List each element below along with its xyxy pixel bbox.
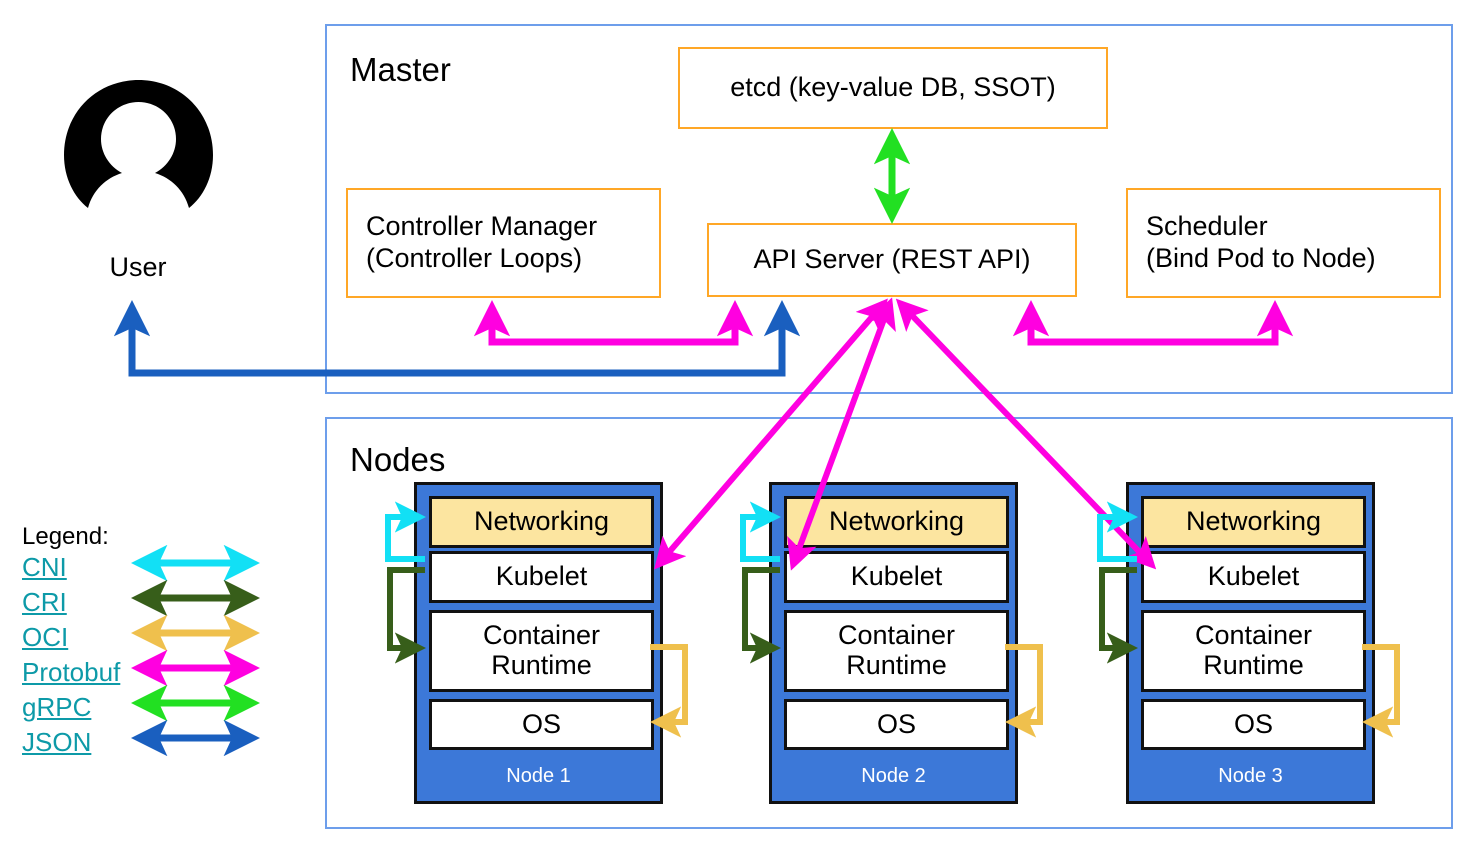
node-2-kubelet-label: Kubelet bbox=[850, 561, 943, 592]
component-etcd-label: etcd (key-value DB, SSOT) bbox=[730, 72, 1056, 103]
legend-item-cri[interactable]: CRI bbox=[22, 587, 67, 617]
user-avatar-svg bbox=[64, 80, 213, 208]
component-etcd[interactable]: etcd (key-value DB, SSOT) bbox=[678, 47, 1108, 129]
node-3-layer-kubelet[interactable]: Kubelet bbox=[1141, 551, 1366, 603]
user-avatar-icon bbox=[62, 78, 215, 223]
node-3-networking-label: Networking bbox=[1185, 506, 1322, 537]
legend-item-protobuf[interactable]: Protobuf bbox=[22, 657, 121, 687]
node-1-layer-networking[interactable]: Networking bbox=[429, 496, 654, 548]
node-2-os-label: OS bbox=[876, 708, 916, 739]
node-2-layer-networking[interactable]: Networking bbox=[784, 496, 1009, 548]
node-1-layer-container-runtime[interactable]: Container Runtime bbox=[429, 610, 654, 692]
node-1-os-label: OS bbox=[521, 708, 561, 739]
node-3-os-label: OS bbox=[1233, 708, 1273, 739]
component-api-server-label: API Server (REST API) bbox=[753, 244, 1031, 275]
legend-title: Legend: bbox=[22, 523, 109, 550]
master-group-title: Master bbox=[350, 51, 451, 88]
component-scheduler[interactable]: Scheduler (Bind Pod to Node) bbox=[1126, 188, 1441, 298]
nodes-group-title: Nodes bbox=[350, 441, 446, 478]
node-3-kubelet-label: Kubelet bbox=[1207, 561, 1300, 592]
user-label: User bbox=[109, 252, 167, 282]
node-card-2[interactable]: Networking Kubelet Container Runtime OS … bbox=[769, 482, 1018, 804]
node-2-layer-kubelet[interactable]: Kubelet bbox=[784, 551, 1009, 603]
node-2-layer-os[interactable]: OS bbox=[784, 699, 1009, 750]
legend-item-grpc[interactable]: gRPC bbox=[22, 692, 92, 722]
node-1-layer-kubelet[interactable]: Kubelet bbox=[429, 551, 654, 603]
node-1-networking-label: Networking bbox=[473, 506, 610, 537]
legend-item-oci[interactable]: OCI bbox=[22, 622, 69, 652]
node-2-networking-label: Networking bbox=[828, 506, 965, 537]
node-1-kubelet-label: Kubelet bbox=[495, 561, 588, 592]
node-3-name: Node 3 bbox=[1218, 765, 1283, 787]
node-card-3[interactable]: Networking Kubelet Container Runtime OS … bbox=[1126, 482, 1375, 804]
component-controller-manager[interactable]: Controller Manager (Controller Loops) bbox=[346, 188, 661, 298]
node-2-name: Node 2 bbox=[861, 765, 926, 787]
legend-item-cni[interactable]: CNI bbox=[22, 552, 67, 582]
node-card-1[interactable]: Networking Kubelet Container Runtime OS … bbox=[414, 482, 663, 804]
node-3-container-runtime-label: Container Runtime bbox=[1194, 620, 1313, 680]
node-3-layer-container-runtime[interactable]: Container Runtime bbox=[1141, 610, 1366, 692]
legend-item-json[interactable]: JSON bbox=[22, 727, 92, 757]
node-3-layer-networking[interactable]: Networking bbox=[1141, 496, 1366, 548]
node-2-container-runtime-label: Container Runtime bbox=[837, 620, 956, 680]
node-3-layer-os[interactable]: OS bbox=[1141, 699, 1366, 750]
component-scheduler-label: Scheduler (Bind Pod to Node) bbox=[1146, 211, 1376, 273]
node-1-container-runtime-label: Container Runtime bbox=[482, 620, 601, 680]
node-1-name: Node 1 bbox=[506, 765, 571, 787]
component-controller-manager-label: Controller Manager (Controller Loops) bbox=[366, 211, 598, 273]
node-2-layer-container-runtime[interactable]: Container Runtime bbox=[784, 610, 1009, 692]
node-1-layer-os[interactable]: OS bbox=[429, 699, 654, 750]
component-api-server[interactable]: API Server (REST API) bbox=[707, 223, 1077, 297]
